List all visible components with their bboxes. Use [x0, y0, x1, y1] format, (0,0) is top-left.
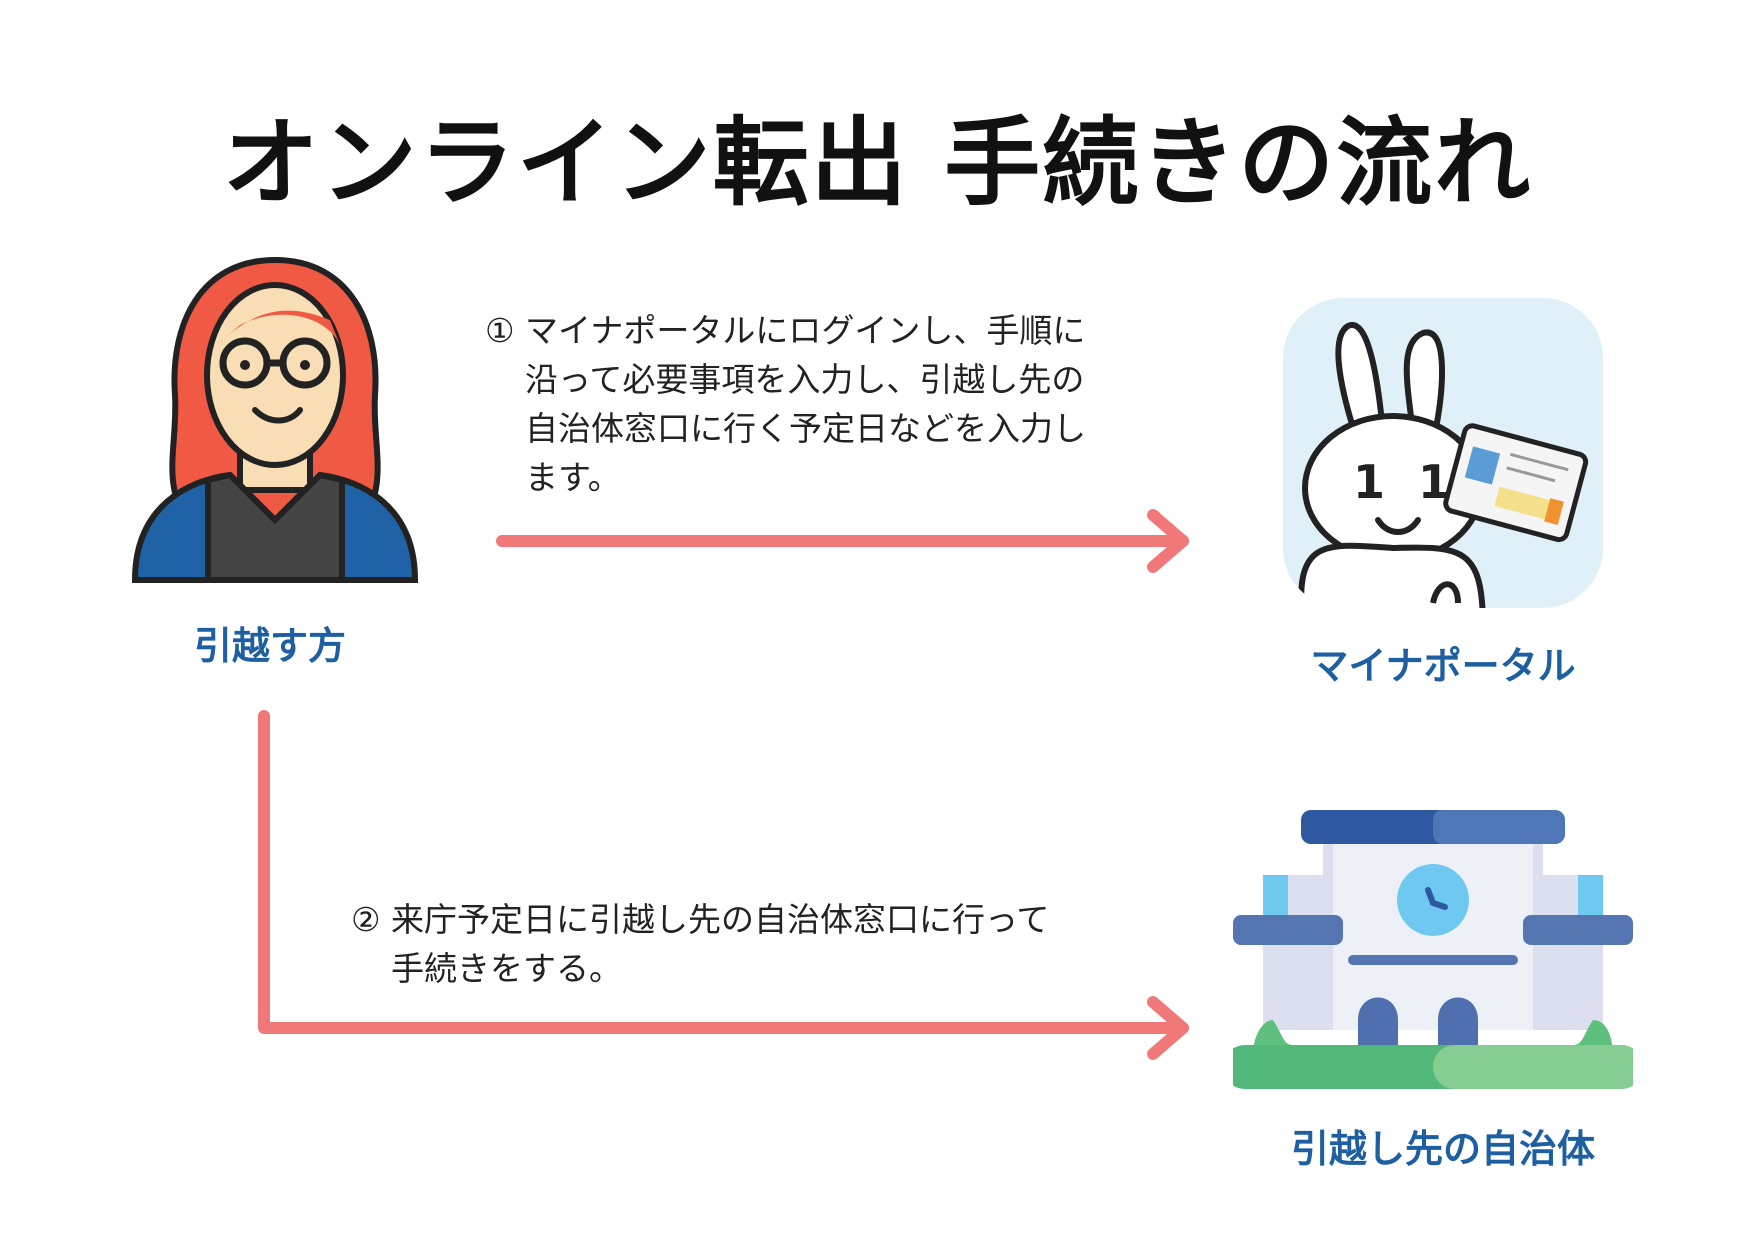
arrow-2-icon: [258, 710, 1189, 1060]
mover-label: 引越す方: [193, 624, 346, 668]
step-2-text: ② 来庁予定日に引越し先の自治体窓口に行って 手続きをする。: [351, 895, 1049, 993]
step-2-line: 来庁予定日に引越し先の自治体窓口に行って: [391, 900, 1050, 939]
city-hall-icon: [1233, 810, 1633, 1089]
municipality-label: 引越し先の自治体: [1290, 1127, 1595, 1171]
mynaportal-rabbit-icon: 1 1: [1283, 298, 1603, 608]
step-1-line: 自治体窓口に行く予定日などを入力し: [525, 409, 1086, 448]
step-2-number: ②: [351, 900, 381, 939]
arrow-1-icon: [496, 509, 1189, 573]
step-1-line: 沿って必要事項を入力し、引越し先の: [525, 360, 1085, 399]
step-1-text: ① マイナポータルにログインし、手順に 沿って必要事項を入力し、引越し先の 自治…: [485, 306, 1086, 502]
svg-text:1: 1: [1353, 455, 1385, 509]
portal-label: マイナポータル: [1310, 644, 1576, 688]
step-1-line: マイナポータルにログインし、手順に: [525, 311, 1086, 350]
woman-avatar-icon: [131, 256, 419, 583]
step-1-line: ます。: [525, 458, 621, 497]
step-2-line: 手続きをする。: [391, 949, 622, 988]
step-1-number: ①: [485, 311, 515, 350]
page-title: オンライン転出 手続きの流れ: [222, 107, 1533, 219]
